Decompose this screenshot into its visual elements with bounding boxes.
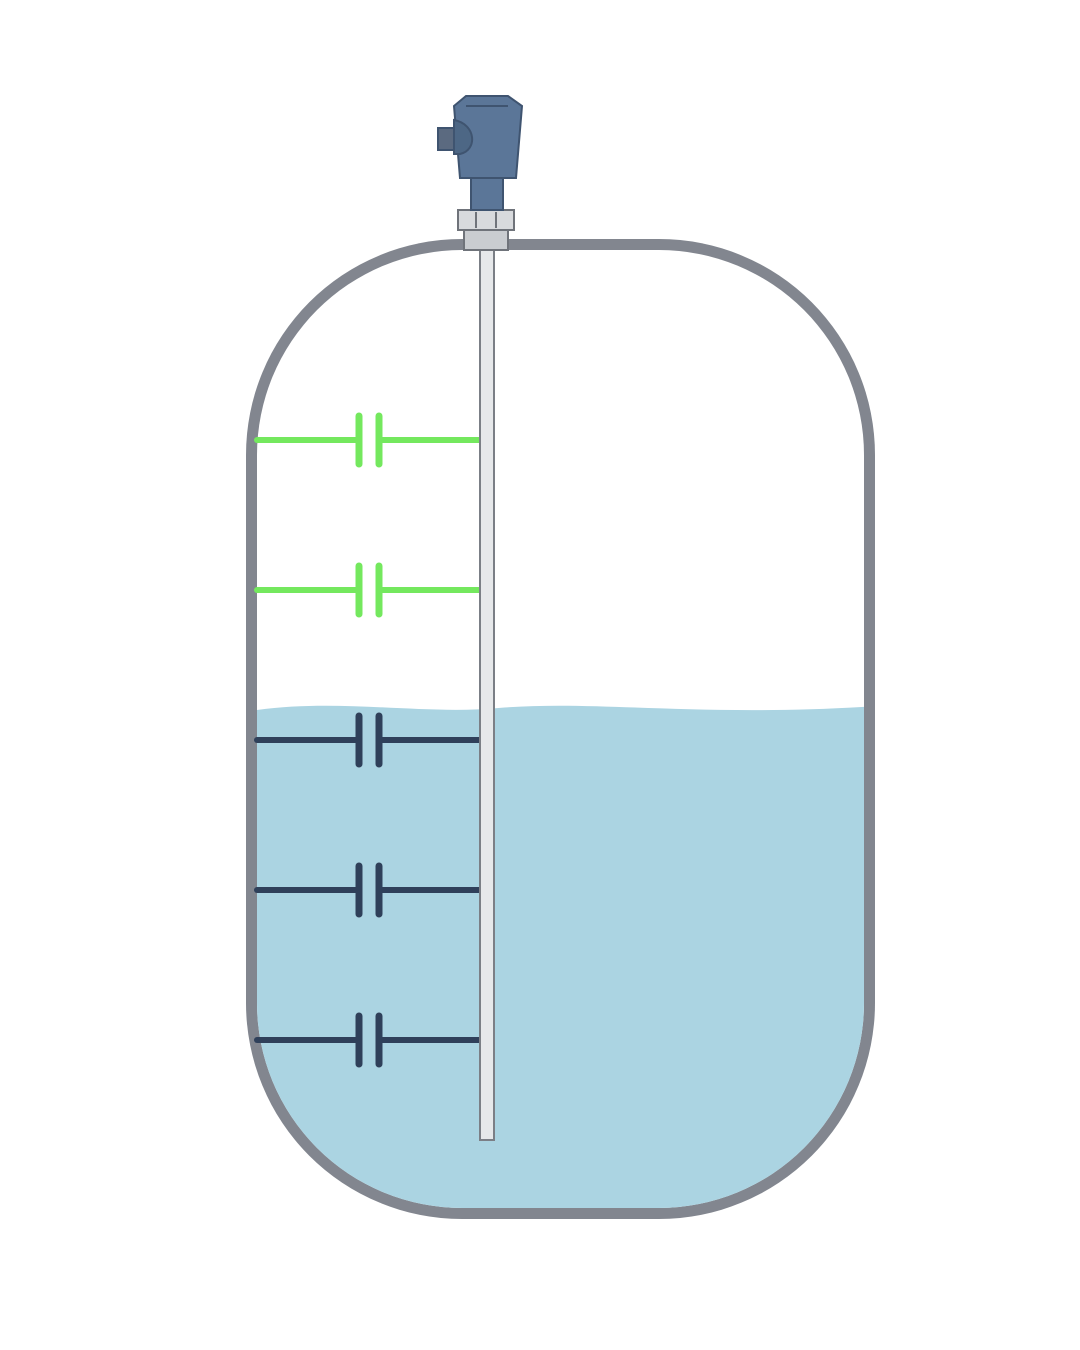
liquid-fill [257, 705, 864, 1208]
capacitor-symbol-icon [254, 712, 484, 768]
process-fitting [457, 209, 515, 251]
capacitor-symbol-icon [254, 412, 484, 468]
capacitor-symbol-icon [254, 862, 484, 918]
level-transmitter-head-icon [437, 95, 524, 211]
capacitor-symbol-icon [254, 562, 484, 618]
capacitor-group [254, 412, 484, 1068]
probe-rod [479, 249, 495, 1141]
capacitor-symbol-icon [254, 1012, 484, 1068]
